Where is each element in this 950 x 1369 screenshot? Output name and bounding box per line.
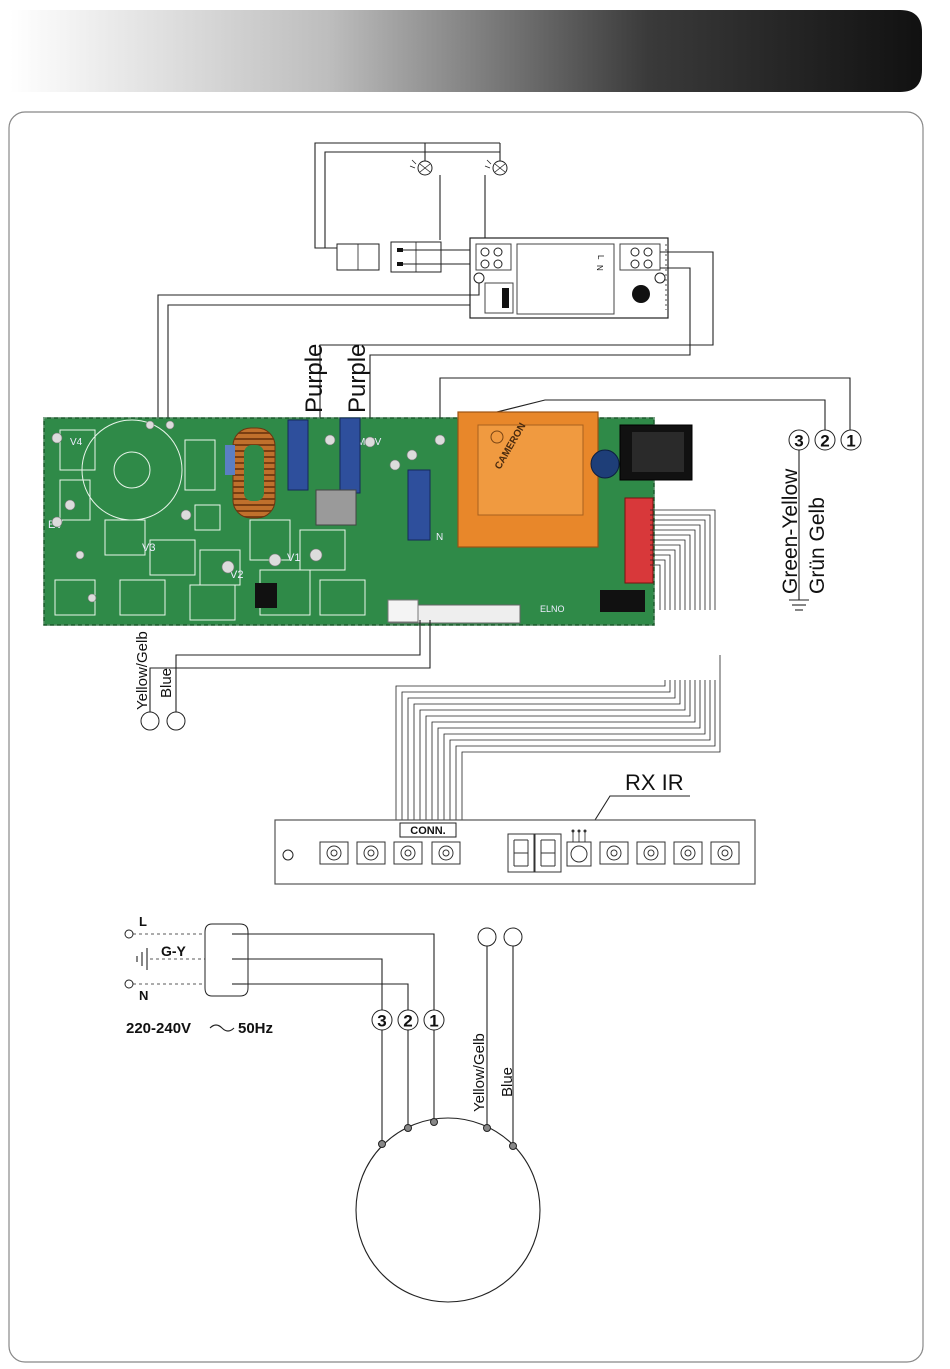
label-purple-1: Purple bbox=[301, 344, 328, 413]
relay-module: L N bbox=[470, 238, 668, 318]
ground-symbol-top bbox=[789, 600, 809, 610]
control-pcb: EV V3 V2 V1 V4 M EV N bbox=[44, 412, 692, 625]
key-button-6[interactable] bbox=[637, 842, 665, 864]
terminal-bottom-2: 2 bbox=[398, 1010, 418, 1031]
label-yellow-gelb-bottom: Yellow/Gelb bbox=[471, 1033, 488, 1112]
pcb-label-v4: V4 bbox=[70, 437, 83, 448]
pcb-label-n: N bbox=[436, 532, 443, 543]
terminal-top-3: 3 bbox=[789, 430, 809, 451]
transformer: CAMERON bbox=[458, 412, 598, 547]
label-purple-2: Purple bbox=[344, 344, 371, 413]
label-mains-n: N bbox=[139, 988, 148, 1003]
svg-text:3: 3 bbox=[377, 1012, 386, 1031]
pin-header bbox=[600, 590, 645, 612]
terminal-top-2: 2 bbox=[815, 430, 835, 451]
red-header bbox=[625, 498, 653, 583]
motor bbox=[356, 946, 540, 1302]
voltage-rating: 220-240V 50Hz bbox=[126, 1020, 273, 1037]
svg-text:2: 2 bbox=[820, 432, 829, 451]
terminal-blue-top bbox=[167, 712, 185, 730]
lamp-right bbox=[485, 160, 507, 175]
key-button-1[interactable] bbox=[320, 842, 348, 864]
svg-text:1: 1 bbox=[429, 1012, 438, 1031]
capacitor-3 bbox=[408, 470, 430, 540]
wire-yellow-top bbox=[150, 620, 430, 712]
relay-label-l: L bbox=[596, 255, 605, 260]
relay-label-n: N bbox=[595, 265, 604, 271]
terminal-bottom-1: 1 bbox=[424, 1010, 444, 1031]
label-grun-gelb: Grün Gelb bbox=[806, 497, 829, 594]
svg-text:1: 1 bbox=[846, 432, 855, 451]
label-blue-top: Blue bbox=[158, 668, 175, 698]
svg-text:2: 2 bbox=[403, 1012, 412, 1031]
label-mains-gy: G-Y bbox=[161, 943, 187, 959]
lamp-connector bbox=[337, 242, 480, 272]
ac-symbol bbox=[210, 1025, 234, 1031]
key-button-8[interactable] bbox=[711, 842, 739, 864]
lamp-circuit bbox=[315, 143, 500, 248]
pcb-label-elno: ELNO bbox=[540, 604, 565, 614]
label-mains-l: L bbox=[139, 914, 147, 929]
lamp-left bbox=[410, 160, 432, 175]
label-rx-ir: RX IR bbox=[625, 770, 684, 795]
regulator bbox=[316, 490, 356, 525]
key-button-4[interactable] bbox=[432, 842, 460, 864]
key-button-2[interactable] bbox=[357, 842, 385, 864]
label-frequency: 50Hz bbox=[238, 1020, 273, 1037]
terminal-block-top: 3 2 1 bbox=[789, 430, 861, 451]
label-yellow-gelb-top: Yellow/Gelb bbox=[134, 631, 151, 710]
pcb-label-v1: V1 bbox=[287, 552, 300, 564]
mains-plug bbox=[125, 924, 248, 996]
wire-blue-top bbox=[176, 620, 420, 712]
terminal-yellow-top bbox=[141, 712, 159, 730]
terminal-top-1: 1 bbox=[841, 430, 861, 451]
capacitor-2 bbox=[340, 418, 360, 493]
ic-chip bbox=[255, 583, 277, 608]
electrolytic-cap bbox=[591, 450, 619, 478]
key-button-5[interactable] bbox=[600, 842, 628, 864]
svg-text:3: 3 bbox=[794, 432, 803, 451]
terminal-bottom-3: 3 bbox=[372, 1010, 392, 1031]
terminal-block-bottom: 3 2 1 bbox=[372, 1010, 444, 1031]
header-banner bbox=[10, 10, 922, 92]
capacitor-1 bbox=[288, 420, 308, 490]
label-conn: CONN. bbox=[410, 825, 445, 837]
label-voltage: 220-240V bbox=[126, 1020, 191, 1037]
pcb-label-v3: V3 bbox=[142, 542, 155, 554]
keypad-panel: CONN. bbox=[275, 820, 755, 884]
terminal-blue-bottom bbox=[504, 928, 522, 946]
seven-segment-display bbox=[508, 834, 561, 872]
label-green-yellow: Green-Yellow bbox=[779, 468, 802, 594]
key-button-7[interactable] bbox=[674, 842, 702, 864]
terminal-yellow-bottom bbox=[478, 928, 496, 946]
key-button-3[interactable] bbox=[394, 842, 422, 864]
